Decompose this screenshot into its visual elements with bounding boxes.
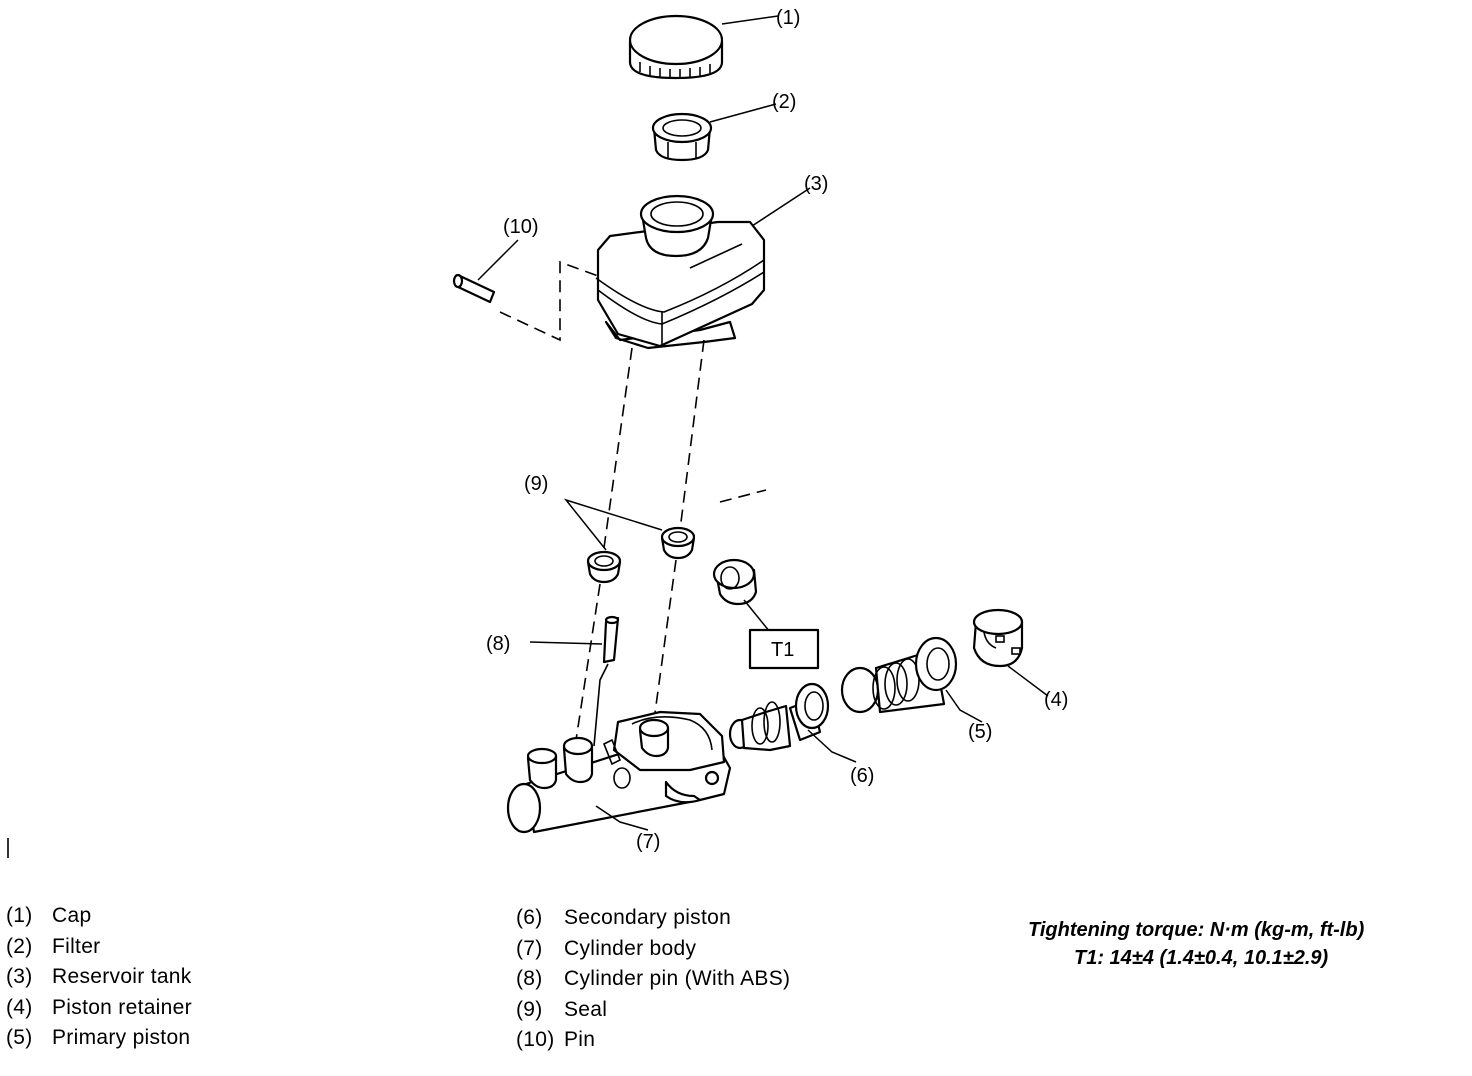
tightening-torque-note: Tightening torque: N·m (kg-m, ft-lb) T1:… [1028,916,1364,972]
legend-item: (7)Cylinder body [516,936,697,960]
callout-5: (5) [968,721,992,743]
legend-item: (1)Cap [6,904,92,927]
legend-item: (8)Cylinder pin (With ABS) [516,967,791,990]
secondary-piston-part [728,682,830,752]
torque-t1-box [748,628,820,670]
torque-value: T1: 14±4 (1.4±0.4, 10.1±2.9) [1074,947,1329,969]
legend-item: (3)Reservoir tank [6,965,192,988]
callout-6: (6) [850,765,874,787]
legend-item: (9)Seal [516,997,608,1021]
t1-box-label: T1 [771,639,794,661]
pin-part [452,273,496,304]
nut-part [712,558,758,606]
piston-retainer-part [972,608,1024,668]
callout-9: (9) [524,473,548,495]
seal-part [586,526,696,584]
legend-item: (2)Filter [6,934,101,958]
legend-item: (10)Pin [516,1028,596,1051]
callout-3: (3) [804,173,828,195]
legend-item: (6)Secondary piston [516,906,732,929]
legend-item: (4)Piston retainer [6,995,192,1019]
legend-left: (1)Cap (2)Filter (3)Reservoir tank (4)Pi… [6,901,192,1054]
callout-7: (7) [636,831,660,853]
primary-piston-part [840,636,958,714]
cylinder-body-part [506,710,732,834]
callout-1: (1) [776,7,800,29]
legend-item: (5)Primary piston [6,1026,191,1049]
filter-part [651,112,713,162]
cap-part [628,14,724,80]
reservoir-tank-part [595,194,766,350]
legend-right: (6)Secondary piston (7)Cylinder body (8)… [516,903,790,1056]
callout-4: (4) [1044,689,1068,711]
callout-10: (10) [503,216,539,238]
callout-2: (2) [772,91,796,113]
cylinder-pin-part [593,615,620,747]
callout-8: (8) [486,633,510,655]
torque-title: Tightening torque: N·m (kg-m, ft-lb) [1028,919,1365,941]
